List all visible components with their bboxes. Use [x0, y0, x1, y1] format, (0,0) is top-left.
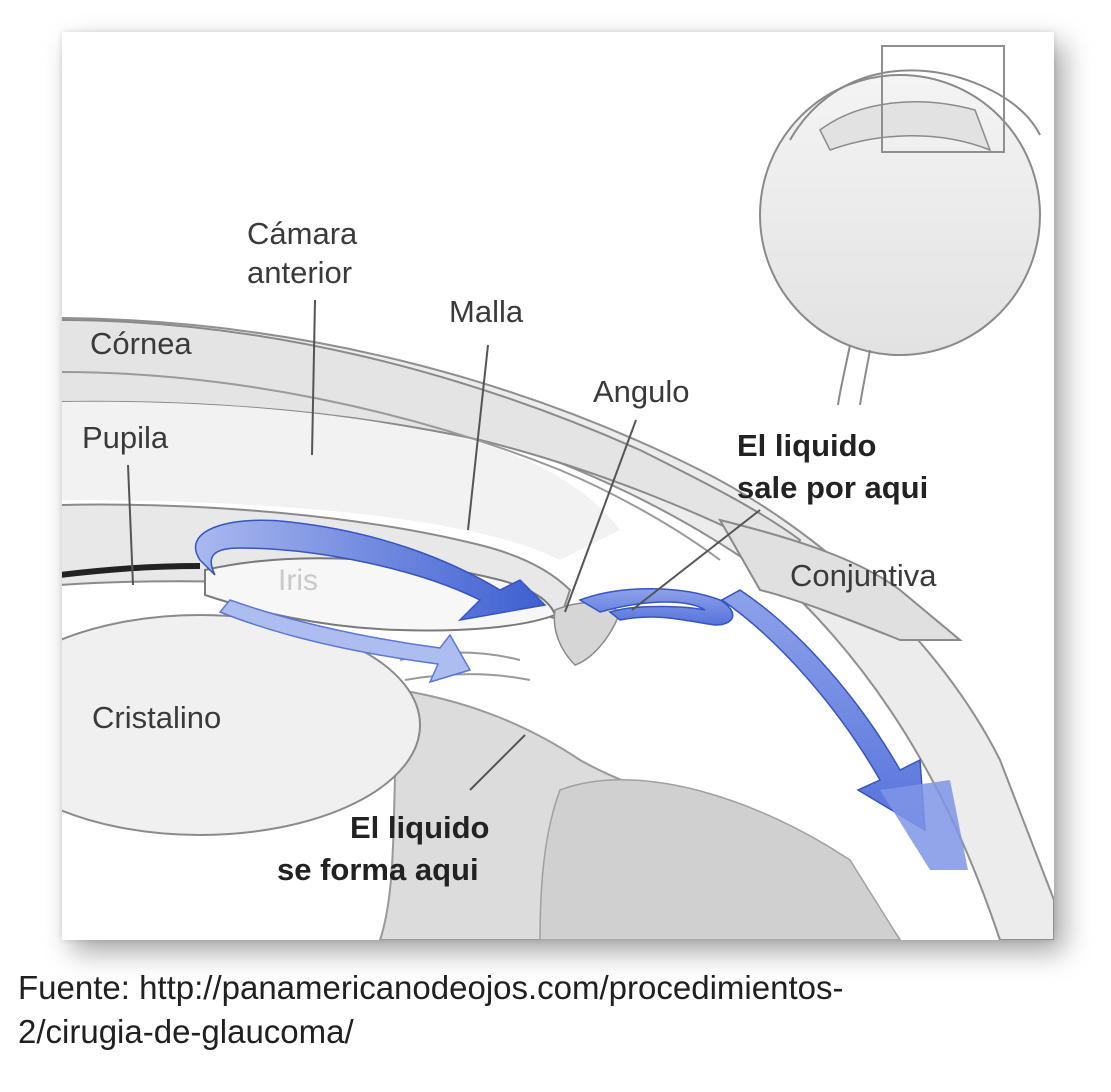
caption-line-1: Fuente: http://panamericanodeojos.com/pr…	[18, 969, 844, 1006]
label-camara-anterior-line2: anterior	[247, 255, 352, 290]
label-pupila: Pupila	[82, 420, 169, 455]
label-sale-line2: sale por aqui	[737, 470, 928, 505]
label-sale-line1: El liquido	[737, 428, 877, 463]
label-cristalino: Cristalino	[92, 700, 221, 735]
fluid-arrow-drain	[578, 588, 734, 626]
source-caption: Fuente: http://panamericanodeojos.com/pr…	[18, 966, 1098, 1054]
label-conjuntiva: Conjuntiva	[790, 558, 937, 593]
label-malla: Malla	[449, 294, 524, 329]
leader-lines	[127, 299, 761, 791]
fluid-arrow-lower	[218, 599, 472, 684]
lens	[62, 614, 421, 836]
fluid-arrow-down-tip	[880, 780, 968, 870]
eye-anatomy-diagram: Cámara anterior Malla Córnea Angulo Pupi…	[62, 45, 1054, 940]
label-camara-anterior-line1: Cámara	[247, 216, 358, 251]
inset-eye	[759, 45, 1041, 406]
label-iris: Iris	[278, 564, 318, 597]
fluid-arrow-main	[194, 519, 547, 622]
label-angulo: Angulo	[593, 374, 690, 409]
label-forma-line1: El liquido	[350, 810, 490, 845]
label-cornea: Córnea	[90, 326, 192, 361]
label-forma-line2: se forma aqui	[277, 852, 479, 887]
pupil-edge	[62, 563, 201, 578]
caption-line-2: 2/cirugia-de-glaucoma/	[18, 1013, 354, 1050]
conjunctiva-shape	[717, 518, 963, 641]
inset-zoom-box	[881, 45, 1005, 153]
cornea-inner-line	[62, 371, 721, 561]
anterior-chamber	[62, 401, 620, 560]
vitreous-region	[539, 779, 901, 940]
